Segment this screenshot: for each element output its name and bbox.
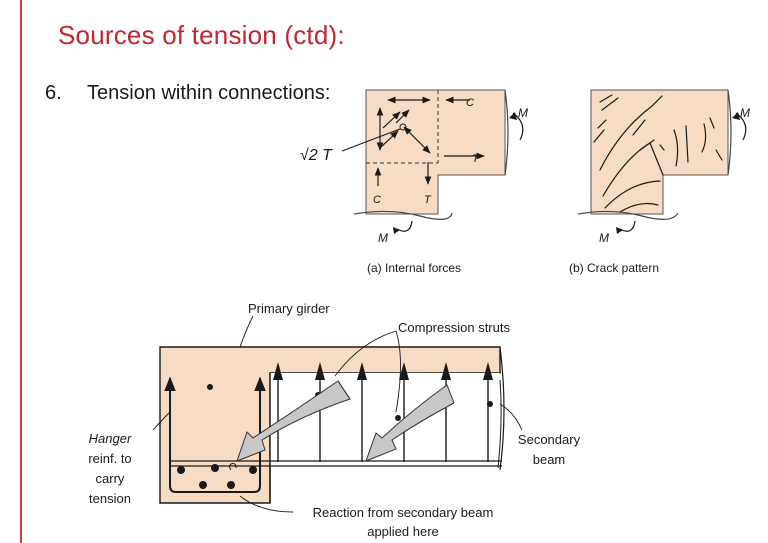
label-reaction-line2: applied here <box>367 524 439 539</box>
label-secondary-line2: beam <box>533 452 566 467</box>
label-c-top: C <box>466 97 474 109</box>
label-m-right-b: M <box>740 106 750 120</box>
figure-c-secondary-beam-connection: Primary girder Compression struts Hanger… <box>88 301 580 539</box>
label-hanger-line4: tension <box>89 491 131 506</box>
crack-lines <box>593 94 723 213</box>
label-hanger-line2: reinf. to <box>88 451 131 466</box>
figure-a-caption: (a) Internal forces <box>367 261 461 275</box>
slide-title: Sources of tension (ctd): <box>58 20 345 50</box>
list-item-number: 6. <box>45 82 62 104</box>
label-m-right: M <box>518 106 528 120</box>
label-hanger-line1: Hanger <box>89 431 132 446</box>
label-compression-struts: Compression struts <box>398 320 510 335</box>
label-sqrt2-t: √2 T <box>300 147 333 164</box>
figure-b-caption: (b) Crack pattern <box>569 261 659 275</box>
figure-a-internal-forces: √2 T C T C T M M (a) Internal forces <box>300 89 528 275</box>
label-m-bottom-b: M <box>599 231 609 245</box>
slide-accent-rule <box>20 0 22 543</box>
label-reaction-line1: Reaction from secondary beam <box>313 505 494 520</box>
list-item-text: Tension within connections: <box>87 82 331 104</box>
label-hanger-line3: carry <box>96 471 125 486</box>
label-secondary-line1: Secondary <box>518 432 581 447</box>
label-t-bottom: T <box>424 194 432 206</box>
figure-b-crack-pattern: M M (b) Crack pattern <box>569 89 750 275</box>
label-t-right: T <box>472 153 480 165</box>
label-c-bottom: C <box>373 194 381 206</box>
label-primary-girder: Primary girder <box>248 301 330 316</box>
label-m-bottom: M <box>378 231 388 245</box>
